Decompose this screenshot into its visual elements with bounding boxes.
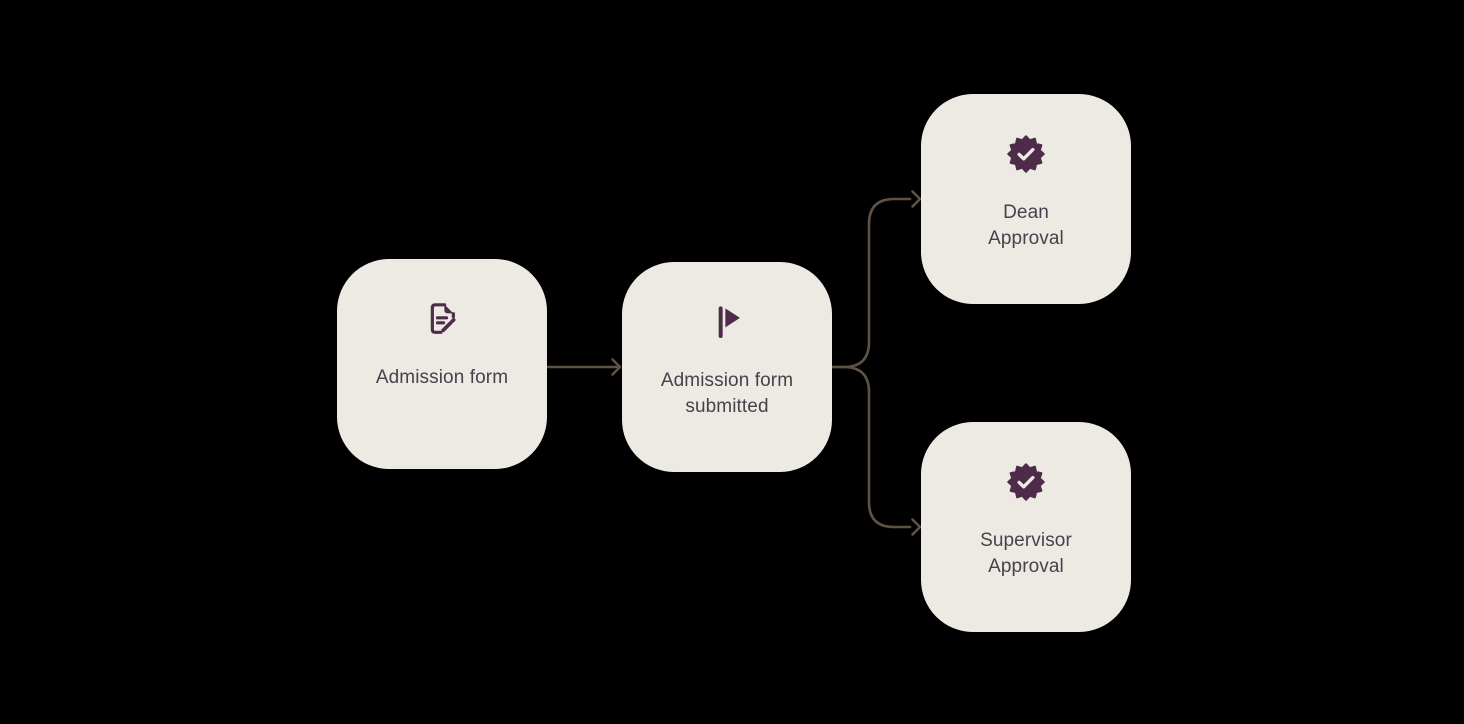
- badge-check-icon: [1006, 134, 1046, 174]
- edge-submitted-to-supervisor-approval: [830, 365, 922, 536]
- flag-icon: [707, 302, 747, 342]
- node-label: Dean Approval: [988, 202, 1064, 249]
- document-edit-icon: [422, 299, 462, 339]
- badge-check-icon: [1006, 462, 1046, 502]
- node-label: Supervisor Approval: [980, 530, 1072, 577]
- node-label: Admission form: [375, 367, 509, 388]
- node-admission-form[interactable]: Admission form: [337, 259, 547, 469]
- arrowhead-icon: [611, 358, 622, 376]
- arrowhead-icon: [911, 518, 922, 536]
- edge-submitted-to-dean-approval: [830, 190, 922, 369]
- node-dean-approval[interactable]: Dean Approval: [921, 94, 1131, 304]
- arrowhead-icon: [911, 190, 922, 208]
- node-label: Admission form submitted: [660, 370, 794, 417]
- node-admission-form-submitted[interactable]: Admission form submitted: [622, 262, 832, 472]
- edge-admission-form-to-submitted: [545, 358, 622, 376]
- node-supervisor-approval[interactable]: Supervisor Approval: [921, 422, 1131, 632]
